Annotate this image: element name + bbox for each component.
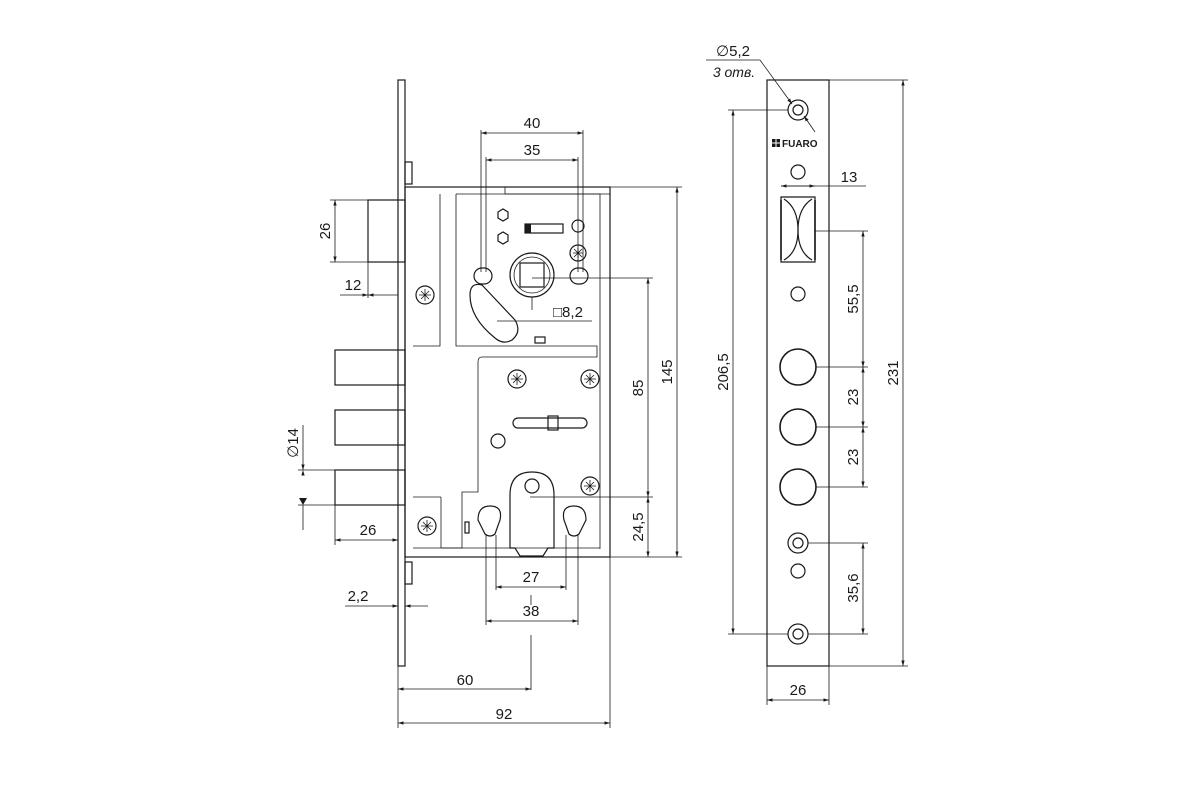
dim-12: 12 <box>345 277 362 294</box>
dim-27: 27 <box>523 569 540 586</box>
screw-icon <box>507 369 527 389</box>
bolt-hole-3 <box>779 468 817 506</box>
dim-231: 231 <box>885 360 902 385</box>
lock-body <box>404 186 611 558</box>
faceplate <box>766 79 830 667</box>
faceplate-tab-bottom <box>404 561 413 585</box>
screw-hole-middle <box>787 532 809 554</box>
dim-square-8-2: □8,2 <box>553 304 583 321</box>
cylinder-cutout <box>509 471 555 557</box>
inner-plate-edge <box>413 194 441 347</box>
dim-145: 145 <box>659 359 676 384</box>
dim-55-5: 55,5 <box>845 284 862 313</box>
dim-38: 38 <box>523 603 540 620</box>
deadbolt-1 <box>334 349 406 386</box>
dim-85: 85 <box>630 380 647 397</box>
deadbolt-2 <box>334 409 406 446</box>
side-view: ∅5,2 3 отв. FUARO 13 55,5 <box>706 43 908 705</box>
latch-bolt <box>367 199 406 263</box>
dim-23-b: 23 <box>845 449 862 466</box>
hex-nut-icon <box>497 208 509 222</box>
spindle-square <box>519 262 545 288</box>
screw-icon <box>580 369 600 389</box>
dim-26-latch: 26 <box>317 223 334 240</box>
holes-count-label: 3 отв. <box>713 64 755 80</box>
cam-lever <box>469 283 519 343</box>
follower-hub <box>509 252 555 298</box>
dim-40: 40 <box>524 115 541 132</box>
dim-35: 35 <box>524 142 541 159</box>
brand-name: FUARO <box>782 139 818 150</box>
dim-24-5: 24,5 <box>630 512 647 541</box>
bolt-hole-2 <box>779 408 817 446</box>
dim-23-a: 23 <box>845 389 862 406</box>
dim-206-5: 206,5 <box>715 353 732 391</box>
dim-60: 60 <box>457 672 474 689</box>
dim-2-2: 2,2 <box>348 588 369 605</box>
screw-hole-bottom <box>787 623 809 645</box>
deadbolt-3 <box>334 469 406 506</box>
faceplate-tab-top <box>404 161 413 185</box>
dim-26-bolt: 26 <box>360 522 377 539</box>
dim-13: 13 <box>841 169 858 186</box>
dim-92: 92 <box>496 706 513 723</box>
front-view: 40 35 26 12 □8,2 85 145 24,5 <box>285 79 682 728</box>
dim-35-6: 35,6 <box>845 573 862 602</box>
bolt-hole-1 <box>779 348 817 386</box>
screw-icon <box>580 476 600 496</box>
screw-icon <box>417 516 437 536</box>
dim-26-width: 26 <box>790 682 807 699</box>
screw-icon <box>415 285 435 305</box>
faceplate-strip <box>397 79 406 667</box>
dim-diameter-14: ∅14 <box>285 428 302 458</box>
hex-nut-icon <box>497 231 509 245</box>
hole-diameter-label: ∅5,2 <box>716 43 750 60</box>
